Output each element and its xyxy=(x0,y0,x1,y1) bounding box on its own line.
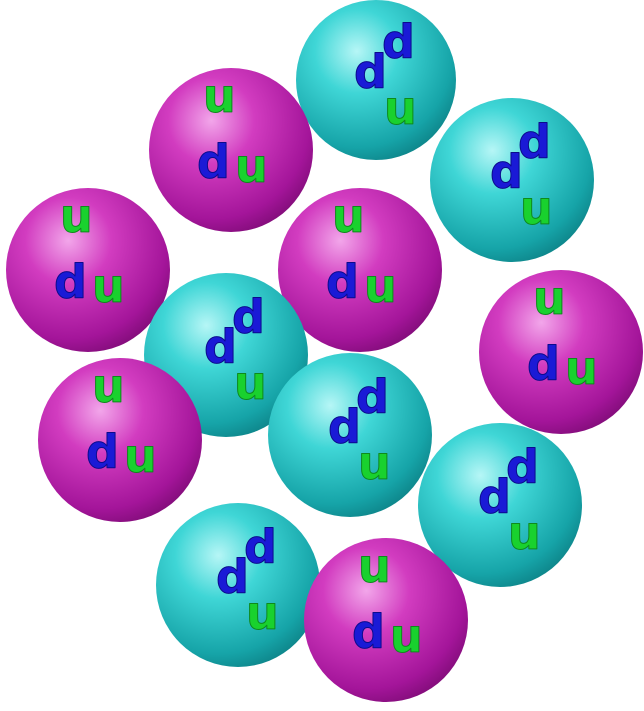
up-quark-label: u xyxy=(235,139,268,193)
up-quark-label: u xyxy=(508,506,541,560)
down-quark-label: d xyxy=(352,605,385,659)
up-quark-label: u xyxy=(533,271,566,325)
up-quark-label: u xyxy=(246,586,279,640)
down-quark-label: d xyxy=(354,45,387,99)
up-quark-label: u xyxy=(332,189,365,243)
down-quark-label: d xyxy=(518,115,551,169)
down-quark-label: d xyxy=(216,550,249,604)
up-quark-label: u xyxy=(92,259,125,313)
neutron-sphere: ddu xyxy=(156,503,320,667)
down-quark-label: d xyxy=(326,255,359,309)
up-quark-label: u xyxy=(390,609,423,663)
neutron-sphere: ddu xyxy=(296,0,456,160)
up-quark-label: u xyxy=(60,189,93,243)
down-quark-label: d xyxy=(204,320,237,374)
up-quark-label: u xyxy=(565,341,598,395)
up-quark-label: u xyxy=(203,69,236,123)
neutron-sphere: ddu xyxy=(268,353,432,517)
up-quark-label: u xyxy=(92,359,125,413)
neutron-sphere: ddu xyxy=(430,98,594,262)
down-quark-label: d xyxy=(328,400,361,454)
down-quark-label: d xyxy=(86,425,119,479)
up-quark-label: u xyxy=(358,539,391,593)
down-quark-label: d xyxy=(54,255,87,309)
down-quark-label: d xyxy=(382,15,415,69)
up-quark-label: u xyxy=(364,259,397,313)
up-quark-label: u xyxy=(234,356,267,410)
down-quark-label: d xyxy=(356,370,389,424)
down-quark-label: d xyxy=(197,135,230,189)
up-quark-label: u xyxy=(384,81,417,135)
down-quark-label: d xyxy=(232,290,265,344)
down-quark-label: d xyxy=(244,520,277,574)
up-quark-label: u xyxy=(358,436,391,490)
down-quark-label: d xyxy=(527,337,560,391)
up-quark-label: u xyxy=(520,181,553,235)
down-quark-label: d xyxy=(490,145,523,199)
down-quark-label: d xyxy=(506,440,539,494)
down-quark-label: d xyxy=(478,470,511,524)
up-quark-label: u xyxy=(124,429,157,483)
